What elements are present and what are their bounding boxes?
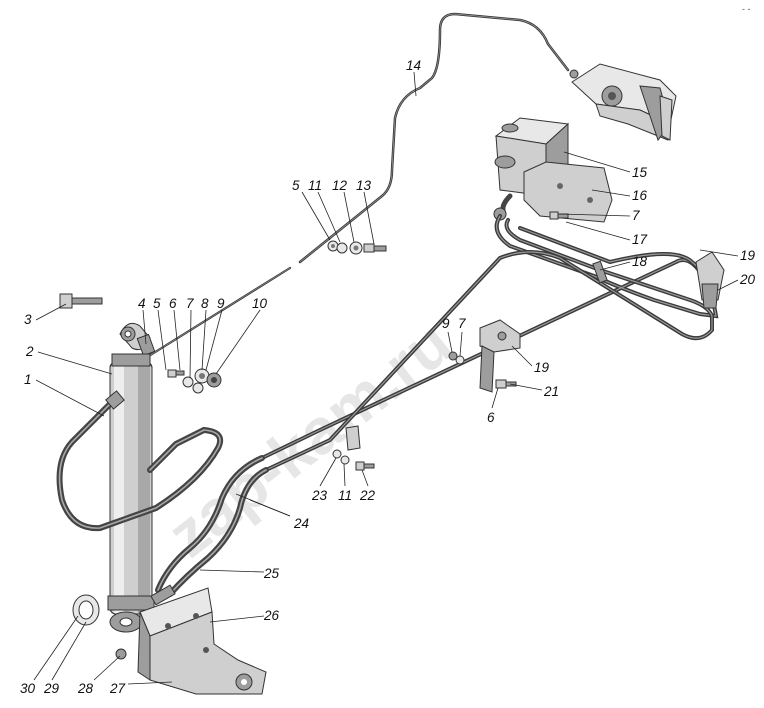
washer-icon — [349, 241, 363, 255]
bolt-icon — [59, 293, 103, 309]
callout-label: 23 — [311, 488, 328, 503]
callout-label: 1 — [24, 372, 32, 387]
bolt-icon — [363, 243, 387, 253]
bolt-icon — [495, 379, 517, 389]
callout-label: 7 — [458, 316, 466, 331]
washer-icon — [194, 368, 210, 384]
callout-label: 5 — [153, 296, 161, 311]
callout-label: 7 — [632, 208, 640, 223]
callout-label: 14 — [406, 58, 421, 73]
nut-icon — [448, 351, 458, 361]
callout-label: 6 — [487, 410, 495, 425]
callout-label: 9 — [217, 296, 225, 311]
seal-ring-icon — [72, 594, 100, 626]
callout-label: 19 — [534, 360, 550, 375]
callout-label: 22 — [359, 488, 376, 503]
callout-label: 13 — [356, 178, 372, 193]
callout-label: 11 — [338, 488, 352, 503]
washer-icon — [327, 240, 339, 252]
callout-label: 30 — [20, 681, 36, 696]
callout-label: 11 — [308, 178, 322, 193]
callout-label: 3 — [24, 312, 32, 327]
washer-icon — [455, 355, 465, 365]
pressure-hoses — [150, 455, 269, 606]
callout-label: 28 — [77, 681, 94, 696]
callout-label: 4 — [138, 296, 146, 311]
callout-label: 16 — [632, 188, 648, 203]
callout-label: 26 — [263, 608, 280, 623]
hydraulic-cylinder-icon — [107, 322, 156, 633]
callout-label: 9 — [442, 316, 450, 331]
bolt-icon — [167, 369, 185, 378]
callout-label: 10 — [252, 296, 268, 311]
callout-label: 20 — [739, 272, 756, 287]
callout-label: 25 — [263, 566, 280, 581]
washer-icon — [340, 455, 350, 465]
callout-label: 17 — [632, 232, 648, 247]
washer-icon — [336, 242, 348, 254]
leader-lines — [33, 71, 739, 685]
callout-label: 29 — [43, 681, 60, 696]
callout-label: 24 — [293, 516, 309, 531]
callout-label: 7 — [186, 296, 194, 311]
callout-label: 8 — [201, 296, 209, 311]
callout-label: 2 — [25, 344, 34, 359]
mounting-bracket-icon — [137, 587, 267, 695]
callout-label: 5 — [292, 178, 300, 193]
cab-lock-mechanism-icon — [569, 63, 677, 142]
bolt-icon — [355, 461, 375, 471]
washer-icon — [332, 449, 342, 459]
callout-label: 12 — [332, 178, 348, 193]
callout-label: 6 — [169, 296, 177, 311]
callout-labels: 1 2 3 4 5 6 7 8 9 10 5 11 12 13 14 15 16… — [20, 58, 756, 696]
hydraulic-pipes — [260, 214, 719, 472]
callout-label: 15 — [632, 165, 648, 180]
washer-icon — [182, 376, 194, 388]
nut-icon — [115, 648, 127, 660]
washer-icon — [192, 382, 204, 394]
callout-label: 18 — [632, 254, 648, 269]
hand-pump-icon — [493, 117, 613, 223]
hose-loop — [56, 390, 224, 532]
callout-label: 27 — [109, 681, 126, 696]
corner-mark: - - — [742, 4, 751, 14]
nut-icon — [206, 372, 222, 388]
callout-label: 21 — [543, 384, 559, 399]
clamp-icon — [345, 251, 725, 451]
callout-label: 19 — [740, 248, 756, 263]
